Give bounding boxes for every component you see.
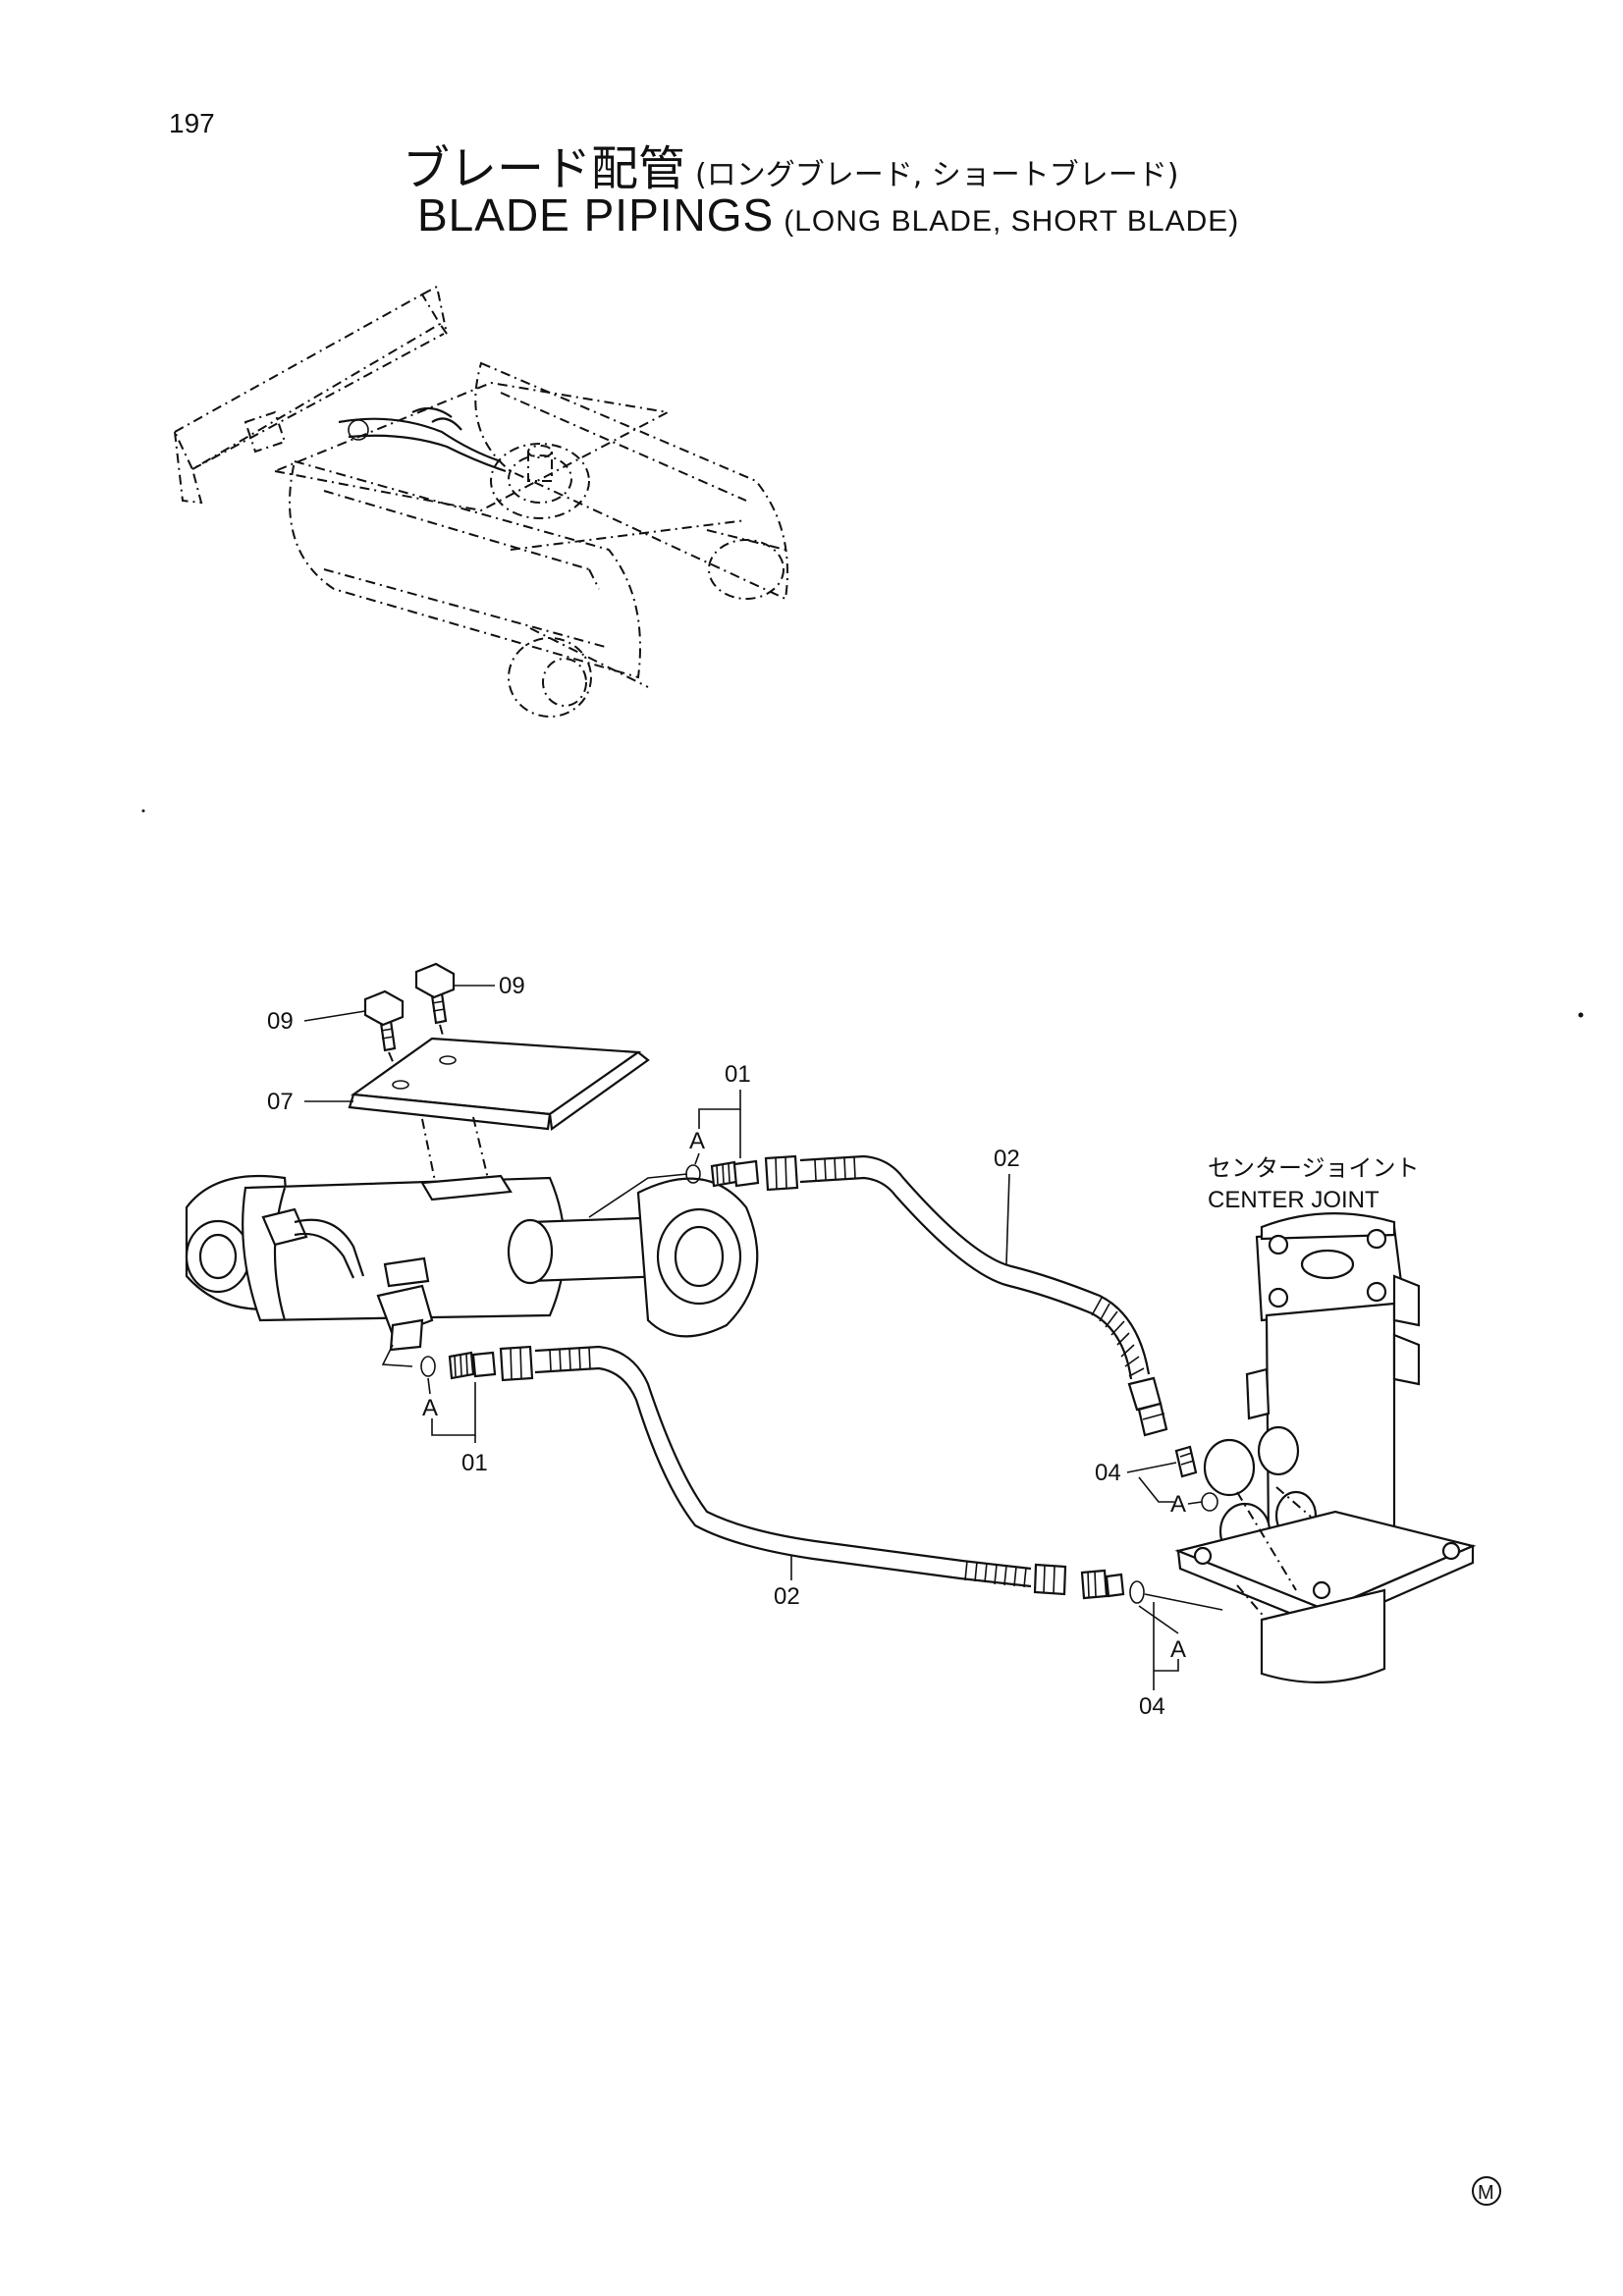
- center-joint-label-jp: センタージョイント: [1208, 1155, 1420, 1182]
- bolt-09-left: [363, 989, 405, 1052]
- bolt-09-right: [414, 962, 456, 1025]
- left-track-illustration: [289, 459, 649, 718]
- lower-fitting-01: [420, 1351, 497, 1380]
- undercarriage-overview: [173, 285, 788, 718]
- title-jp-sub: (ロングブレード, ショートブレード): [695, 158, 1179, 192]
- center-joint-label-en: CENTER JOINT: [1208, 1187, 1380, 1213]
- label-07: 07: [267, 1089, 294, 1115]
- m-mark: M: [1472, 2176, 1501, 2206]
- label-09-right: 09: [499, 973, 525, 999]
- page-number: 197: [169, 108, 215, 138]
- label-a-lower: A: [422, 1395, 438, 1421]
- m-mark-letter: M: [1478, 2182, 1494, 2204]
- label-a-right-lower: A: [1170, 1636, 1186, 1663]
- right-track-illustration: [474, 361, 788, 601]
- blade-illustration: [173, 285, 448, 505]
- frame-illustration: [271, 381, 747, 551]
- stray-mark: [1578, 1012, 1584, 1018]
- overview-hoses: [338, 406, 507, 473]
- label-a-upper: A: [689, 1128, 705, 1154]
- title-en-main: BLADE PIPINGS: [417, 189, 775, 240]
- title-en-sub: (LONG BLADE, SHORT BLADE): [784, 205, 1240, 238]
- center-joint: [1174, 1212, 1477, 1683]
- label-04-upper: 04: [1095, 1460, 1121, 1486]
- page-title-jp: ブレード配管 (ロングブレード, ショートブレード): [403, 130, 1179, 198]
- title-jp-main: ブレード配管: [403, 141, 686, 196]
- blade-cylinder: [185, 1173, 759, 1367]
- lower-fitting-04: [1080, 1569, 1223, 1611]
- label-01-upper: 01: [725, 1061, 751, 1088]
- upper-fitting-04: [1174, 1445, 1218, 1512]
- label-01-lower: 01: [461, 1450, 488, 1476]
- label-02-lower: 02: [774, 1583, 800, 1610]
- cover-plate-07: [348, 1037, 650, 1131]
- label-09-left: 09: [267, 1008, 294, 1035]
- lower-hose-02: [499, 1345, 1067, 1596]
- upper-fitting-01: [685, 1159, 760, 1188]
- label-04-lower: 04: [1139, 1693, 1165, 1720]
- upper-hose-02: [764, 1154, 1168, 1437]
- label-02-upper: 02: [994, 1146, 1020, 1172]
- label-a-right-upper: A: [1170, 1491, 1186, 1518]
- page-title-en: BLADE PIPINGS (LONG BLADE, SHORT BLADE): [417, 188, 1239, 241]
- stray-mark: [141, 809, 145, 813]
